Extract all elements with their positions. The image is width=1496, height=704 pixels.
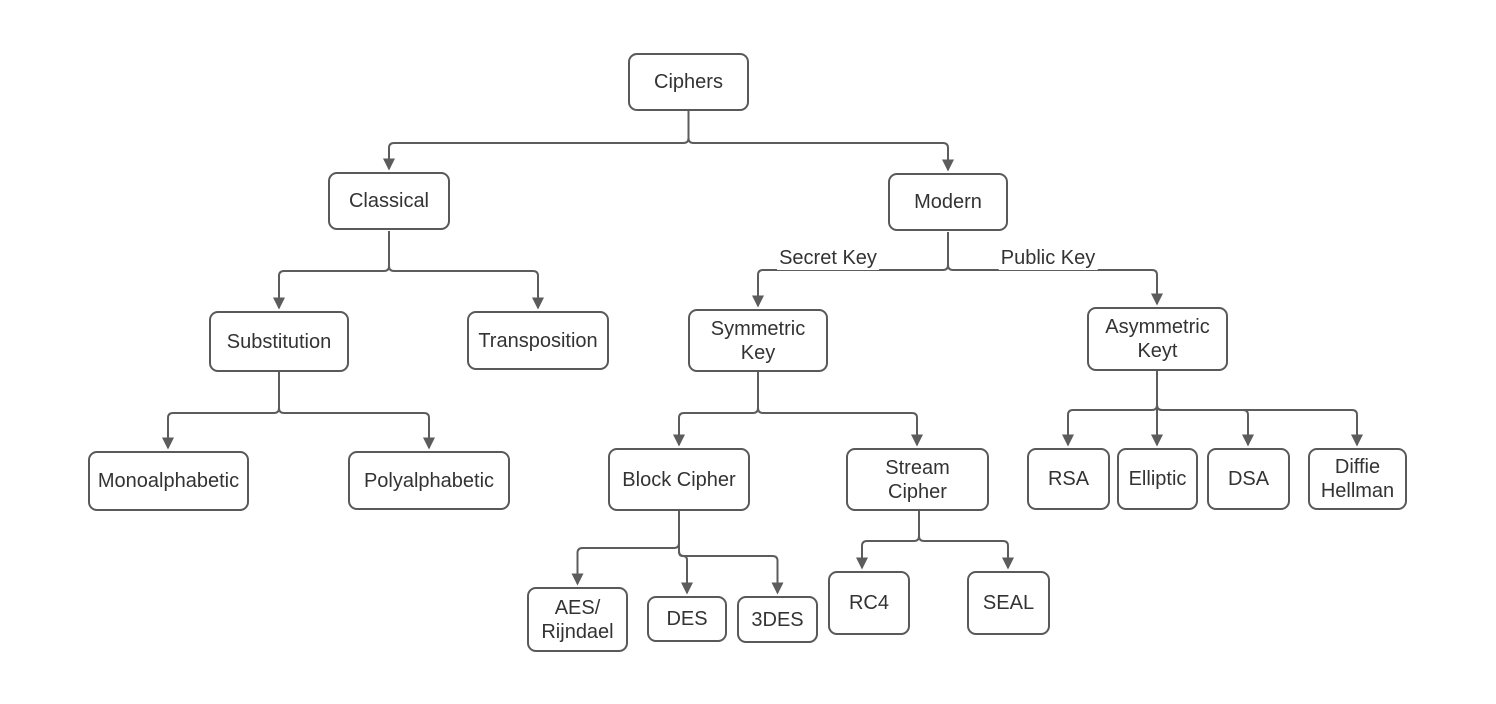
node-aes-rijndael-label: AES/ Rijndael	[541, 596, 614, 643]
edge-asymmetric-rsa	[1062, 371, 1158, 447]
node-rc4-label: RC4	[848, 592, 889, 614]
node-transposition-label: Transposition	[478, 329, 598, 352]
node-diffie-hellman: Diffie Hellman	[1308, 448, 1407, 510]
node-rsa-label: RSA	[1047, 468, 1090, 490]
node-diffie-hellman-label: Diffie Hellman	[1320, 456, 1395, 502]
node-block-cipher-label: Block Cipher	[622, 468, 736, 491]
edge-ciphers-classical	[383, 111, 690, 171]
edge-ciphers-modern	[687, 111, 954, 172]
node-3des: 3DES	[737, 596, 818, 643]
node-des-label: DES	[666, 608, 708, 630]
node-des: DES	[647, 596, 727, 642]
node-ciphers: Ciphers	[628, 53, 749, 111]
node-ciphers-label: Ciphers	[654, 71, 723, 93]
node-block-cipher: Block Cipher	[608, 448, 750, 511]
node-substitution-label: Substitution	[226, 330, 332, 353]
node-modern-label: Modern	[914, 191, 982, 213]
node-dsa-label: DSA	[1227, 468, 1270, 490]
node-symmetric-key-label: Symmetric Key	[710, 317, 806, 364]
node-seal-label: SEAL	[982, 592, 1035, 614]
node-stream-cipher-label: Stream Cipher	[885, 456, 950, 503]
edge-stream-rc4	[856, 511, 920, 570]
node-substitution: Substitution	[209, 311, 349, 372]
edge-classical-substitution	[273, 231, 390, 310]
node-rsa: RSA	[1027, 448, 1110, 510]
node-aes-rijndael: AES/ Rijndael	[527, 587, 628, 652]
node-asymmetric-keyt: Asymmetric Keyt	[1087, 307, 1228, 371]
node-polyalphabetic: Polyalphabetic	[348, 451, 510, 510]
edge-label-public-key: Public Key	[998, 246, 1098, 270]
node-elliptic-label: Elliptic	[1128, 468, 1187, 490]
edge-block-3des	[678, 511, 784, 595]
edge-modern-asymmetric-keyt	[947, 232, 1163, 306]
node-asymmetric-keyt-label: Asymmetric Keyt	[1105, 316, 1210, 362]
node-transposition: Transposition	[467, 311, 609, 370]
node-classical-label: Classical	[348, 190, 430, 212]
node-monoalphabetic: Monoalphabetic	[88, 451, 249, 511]
edge-block-des	[678, 511, 693, 595]
node-symmetric-key: Symmetric Key	[688, 309, 828, 372]
node-rc4: RC4	[828, 571, 910, 635]
edge-label-secret-key: Secret Key	[777, 246, 879, 270]
node-dsa: DSA	[1207, 448, 1290, 510]
node-seal: SEAL	[967, 571, 1050, 635]
node-modern: Modern	[888, 173, 1008, 231]
edge-substitution-monoalphabetic	[162, 372, 280, 450]
edge-symmetric-block-cipher	[673, 372, 759, 447]
edge-symmetric-stream-cipher	[757, 372, 923, 447]
edge-stream-seal	[918, 511, 1014, 570]
node-classical: Classical	[328, 172, 450, 230]
node-3des-label: 3DES	[751, 608, 804, 631]
node-monoalphabetic-label: Monoalphabetic	[97, 470, 240, 492]
edge-asymmetric-diffie-hellman	[1156, 371, 1363, 447]
edge-block-aes-rijndael	[571, 511, 680, 586]
node-elliptic: Elliptic	[1117, 448, 1198, 510]
node-stream-cipher: Stream Cipher	[846, 448, 989, 511]
edge-classical-transposition	[388, 231, 544, 310]
edge-asymmetric-dsa	[1156, 371, 1254, 447]
edge-substitution-polyalphabetic	[278, 372, 435, 450]
node-polyalphabetic-label: Polyalphabetic	[363, 469, 495, 492]
